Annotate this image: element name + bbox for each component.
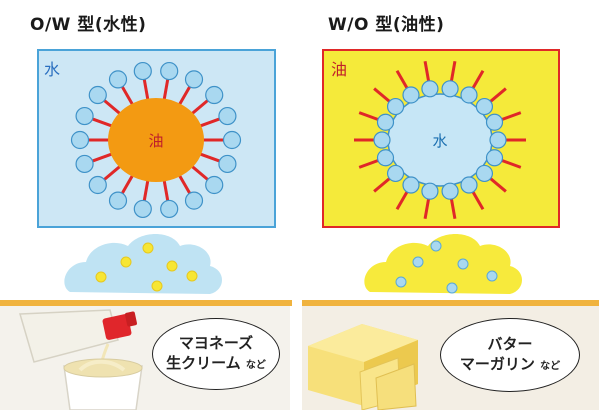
- wo-divider: [302, 300, 599, 306]
- wo-title: W/O 型(油性): [328, 15, 445, 35]
- ow-emulsifier-head: [88, 85, 107, 105]
- ow-emulsifier-tail: [91, 152, 114, 163]
- wo-emulsifier-head: [386, 97, 405, 116]
- ow-emulsifier-tail: [142, 179, 150, 202]
- ow-emulsifier-head: [184, 70, 204, 89]
- ow-emulsifier-head: [205, 85, 224, 105]
- wo-example-suffix: など: [540, 360, 561, 372]
- wo-emulsifier-head: [402, 86, 420, 104]
- ow-emulsifier-tail: [190, 98, 210, 116]
- ow-example-suffix: など: [245, 359, 266, 371]
- ow-emulsifier-head: [218, 154, 237, 174]
- ow-outer-label: 水: [44, 60, 60, 79]
- ow-example-2: 生クリーム: [166, 353, 241, 372]
- ow-emulsifier-head: [108, 70, 128, 89]
- ow-example-1: マヨネーズ: [178, 333, 254, 352]
- ow-emulsifier-tail: [120, 173, 135, 195]
- wo-emulsifier-head: [485, 149, 504, 167]
- ow-micelle: [70, 61, 242, 219]
- ow-divider: [0, 300, 292, 306]
- ow-emulsifier-tail: [91, 117, 114, 128]
- wo-emulsifier-head: [460, 176, 478, 194]
- wo-example-2-row: マーガリン など: [460, 354, 560, 377]
- ow-emulsifier-head: [70, 130, 90, 150]
- wo-emulsifier-head: [475, 164, 494, 183]
- wo-emulsifier-head: [421, 80, 439, 98]
- ow-emulsifier-head: [133, 199, 152, 219]
- ow-emulsifier-tail: [162, 78, 170, 101]
- ow-emulsifier-tail: [190, 164, 210, 182]
- wo-example-1: バター: [487, 334, 533, 353]
- ow-oil-droplet: [108, 98, 204, 182]
- ow-emulsifier-head: [75, 154, 94, 174]
- ow-emulsifier-head: [75, 106, 94, 126]
- wo-emulsifier-head: [373, 131, 391, 149]
- ow-emulsifier-head: [218, 106, 237, 126]
- wo-examples-bubble: バター マーガリン など: [440, 318, 580, 392]
- wo-micelle: [354, 60, 526, 220]
- ow-example-2-row: 生クリーム など: [166, 353, 266, 376]
- wo-emulsifier-head: [402, 176, 420, 194]
- ow-emulsifier-tail: [120, 85, 135, 107]
- wo-core-label: 水: [432, 132, 447, 150]
- ow-emulsifier-head: [222, 130, 242, 150]
- ow-emulsifier-tail: [162, 179, 170, 202]
- ow-emulsifier-head: [88, 175, 107, 195]
- wo-emulsifier-head: [475, 97, 494, 116]
- ow-emulsifier-tail: [177, 85, 192, 107]
- ow-core-label: 油: [148, 132, 163, 150]
- ow-emulsifier-tail: [102, 164, 122, 182]
- ow-emulsifier-head: [184, 191, 204, 210]
- wo-emulsifier-head: [386, 164, 405, 183]
- wo-emulsifier-head: [376, 149, 395, 167]
- wo-emulsifier-head: [421, 182, 439, 200]
- wo-emulsifier-head: [460, 86, 478, 104]
- wo-example-2: マーガリン: [459, 354, 535, 373]
- wo-blob: [364, 234, 522, 294]
- ow-emulsifier-tail: [142, 78, 150, 101]
- wo-emulsifier-head: [489, 131, 507, 149]
- ow-emulsifier-head: [133, 61, 152, 81]
- ow-title: O/W 型(水性): [30, 15, 147, 35]
- ow-emulsifier-tail: [198, 152, 221, 163]
- ow-emulsifier-tail: [177, 173, 192, 195]
- wo-emulsifier-head: [376, 113, 395, 131]
- wo-emulsifier-head: [485, 113, 504, 131]
- ow-blob: [64, 234, 222, 294]
- ow-emulsifier-tail: [198, 117, 221, 128]
- wo-emulsifier-head: [441, 80, 459, 98]
- ow-emulsifier-tail: [102, 98, 122, 116]
- ow-emulsifier-head: [205, 175, 224, 195]
- wo-outer-label: 油: [331, 60, 347, 79]
- ow-emulsifier-head: [160, 199, 179, 219]
- wo-emulsifier-head: [441, 182, 459, 200]
- ow-emulsifier-head: [108, 191, 128, 210]
- ow-emulsifier-head: [160, 61, 179, 81]
- ow-examples-bubble: マヨネーズ 生クリーム など: [152, 318, 280, 390]
